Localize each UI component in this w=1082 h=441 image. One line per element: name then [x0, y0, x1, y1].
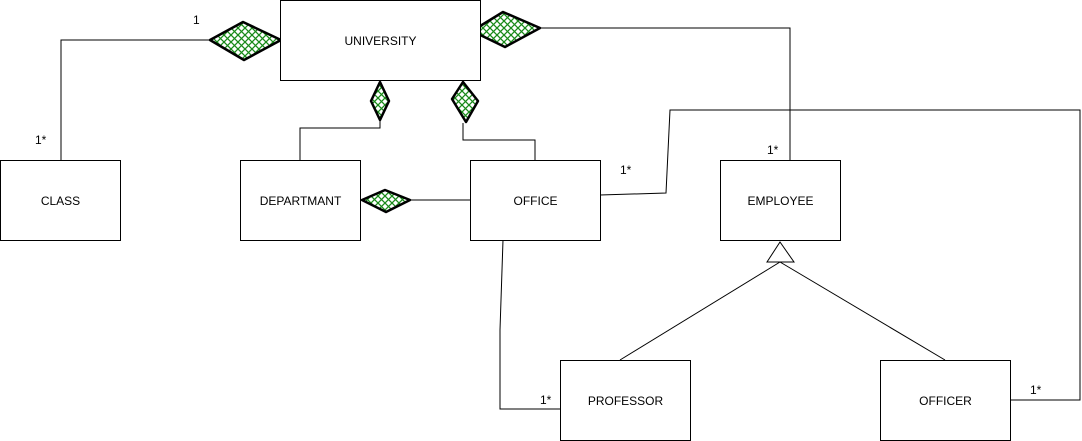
composition-diamond-university-office [450, 80, 480, 124]
class-professor-label: PROFESSOR [587, 393, 664, 408]
composition-diamond-university-employee [470, 10, 542, 49]
edge-professor-employee [619, 261, 781, 361]
class-university-label: UNIVERSITY [344, 33, 417, 48]
class-department-label: DEPARTMANT [259, 193, 342, 208]
class-office-label: OFFICE [513, 193, 558, 208]
class-office[interactable]: OFFICE [470, 160, 601, 241]
class-officer-label: OFFICER [919, 393, 972, 408]
class-employee-label: EMPLOYEE [747, 193, 814, 208]
multiplicity-office-employee-many: 1* [620, 163, 632, 177]
multiplicity-class-many: 1* [35, 133, 47, 147]
edge-office-officer [599, 109, 1081, 401]
multiplicity-university-class-one: 1 [193, 13, 200, 27]
class-class[interactable]: CLASS [0, 160, 121, 241]
class-professor[interactable]: PROFESSOR [560, 360, 691, 441]
multiplicity-officer-many: 1* [1030, 383, 1042, 397]
class-class-label: CLASS [40, 193, 81, 208]
class-department[interactable]: DEPARTMANT [240, 160, 361, 241]
composition-diamond-university-department [369, 80, 391, 122]
edge-university-class [60, 39, 210, 160]
edge-university-department [299, 121, 381, 160]
multiplicity-employee-many: 1* [767, 143, 779, 157]
composition-diamond-department-office [360, 188, 412, 214]
edge-officer-employee [779, 261, 946, 361]
edge-university-employee [540, 27, 791, 160]
composition-diamond-university-class [208, 20, 283, 62]
edge-university-office [462, 123, 536, 160]
class-officer[interactable]: OFFICER [880, 360, 1011, 441]
generalization-triangle [766, 241, 795, 263]
multiplicity-professor-many: 1* [540, 393, 552, 407]
edge-office-professor [499, 239, 560, 410]
class-university[interactable]: UNIVERSITY [280, 0, 481, 81]
class-employee[interactable]: EMPLOYEE [720, 160, 841, 241]
